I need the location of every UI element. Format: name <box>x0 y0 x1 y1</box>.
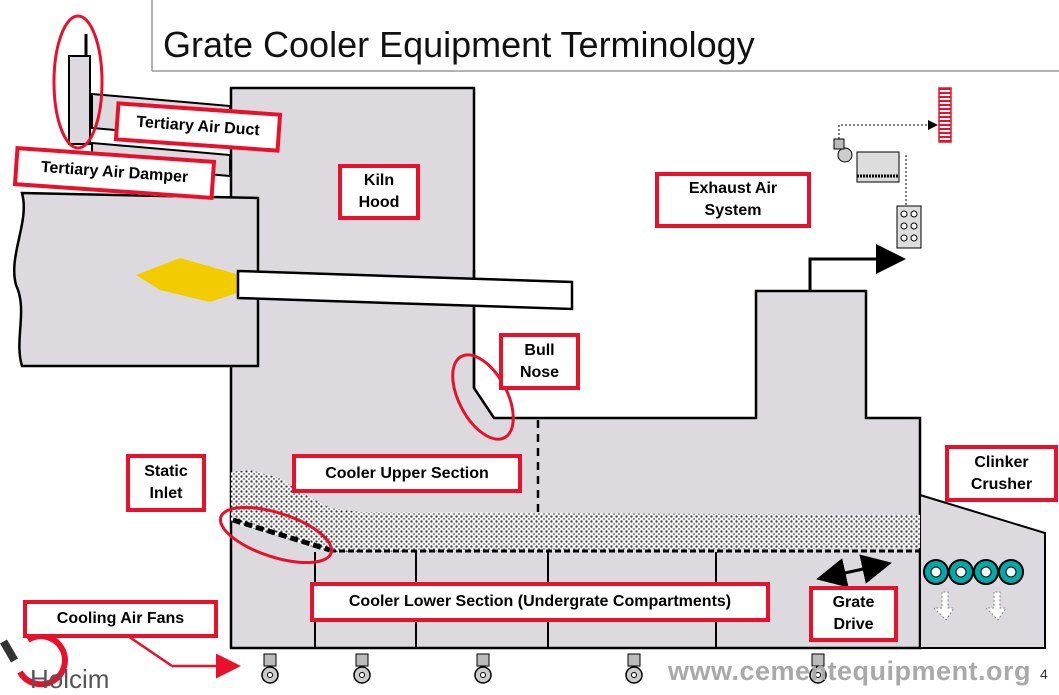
cooling-fan-5 <box>809 653 827 684</box>
cooling-fan-3 <box>474 653 492 684</box>
tertiary-air-damper-shape <box>68 55 91 145</box>
cooling-fan-4 <box>625 653 643 684</box>
cooling-fan-1 <box>261 653 279 684</box>
exhaust-arrow <box>808 244 906 291</box>
cooling-fan-2 <box>353 653 371 684</box>
label-cooler-upper-section: Cooler Upper Section <box>292 454 522 493</box>
label-cooling-air-fans: Cooling Air Fans <box>23 600 218 638</box>
static-inlet-highlight-ellipse <box>218 505 334 565</box>
label-kiln-hood: Kiln Hood <box>338 164 420 220</box>
fans-pointer-diagonal <box>124 632 173 668</box>
grate-drive-arrow <box>816 554 892 588</box>
clinker-bed <box>231 470 920 552</box>
label-bull-nose: Bull Nose <box>499 333 580 390</box>
label-static-inlet: Static Inlet <box>126 454 206 512</box>
rotary-kiln-shape <box>13 191 260 368</box>
watermark: www.cementequipment.org <box>668 656 1032 686</box>
page-number: 4 <box>1040 666 1048 682</box>
crusher-rollers <box>923 559 1024 621</box>
label-exhaust-air-system: Exhaust Air System <box>655 172 811 228</box>
burner-flame <box>136 258 240 302</box>
damper-highlight-ellipse <box>52 14 104 150</box>
label-grate-drive: Grate Drive <box>809 586 898 642</box>
holcim-logo-text: Holcim <box>30 664 110 694</box>
exhaust-equipment <box>833 87 952 249</box>
label-clinker-crusher: Clinker Crusher <box>945 445 1058 502</box>
static-inlet-grate <box>232 517 331 553</box>
label-cooler-lower-section: Cooler Lower Section (Undergrate Compart… <box>310 582 770 622</box>
burner-pipe <box>236 269 574 311</box>
page-title: Grate Cooler Equipment Terminology <box>163 24 755 65</box>
